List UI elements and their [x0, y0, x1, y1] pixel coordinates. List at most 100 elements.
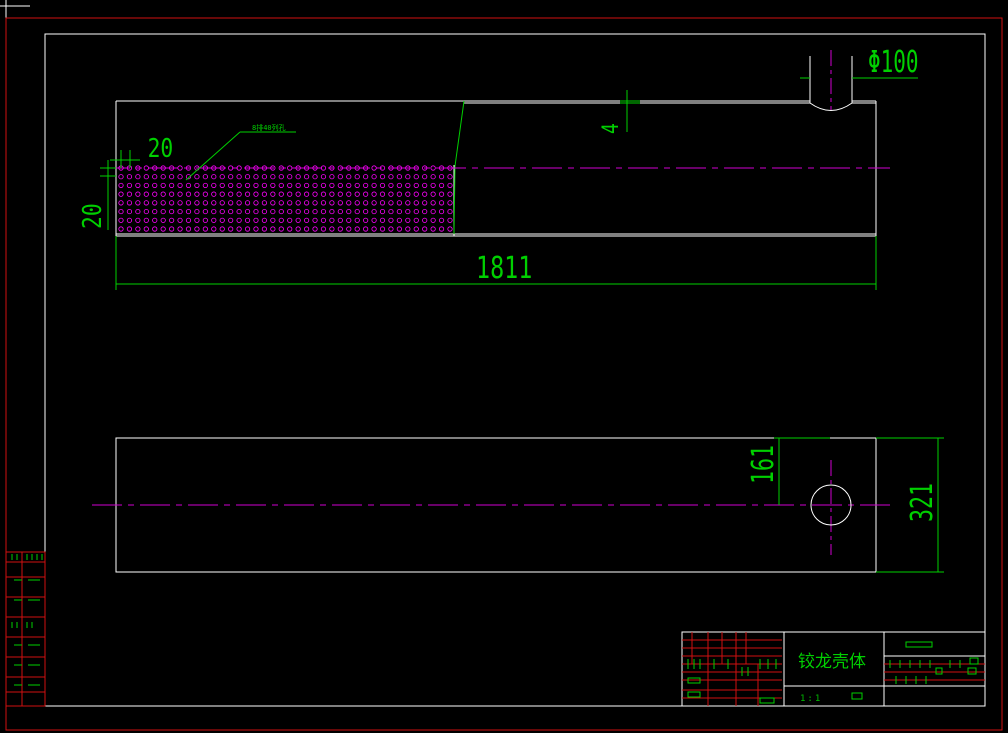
perforation-hole [413, 182, 419, 189]
perforation-hole [422, 208, 428, 215]
perforation-hole [438, 208, 445, 215]
perforation-hole [346, 191, 352, 197]
perforation-hole-grid [118, 165, 453, 232]
perforation-hole [337, 165, 343, 171]
perforation-hole [135, 226, 141, 232]
perforation-hole [160, 174, 166, 180]
perforation-hole [211, 226, 217, 232]
perforation-hole [312, 217, 318, 223]
perforation-hole [388, 226, 394, 232]
perforation-hole [346, 217, 352, 223]
perforation-hole [379, 226, 386, 232]
perforation-hole [236, 191, 242, 197]
perforation-hole [413, 208, 419, 215]
perforation-hole [211, 182, 217, 189]
perforation-hole [177, 208, 183, 215]
hole-note: 8排40列孔 [252, 123, 286, 132]
perforation-hole [219, 208, 225, 215]
perforation-hole [354, 217, 360, 223]
perforation-hole [371, 217, 377, 223]
perforation-hole [320, 208, 327, 215]
perforation-hole [413, 174, 419, 180]
perforation-hole [118, 208, 124, 215]
perforation-hole [388, 182, 394, 189]
perforation-hole [278, 200, 284, 206]
top-view-outline [115, 56, 877, 237]
perforation-hole [388, 217, 394, 223]
perforation-hole [270, 182, 276, 189]
perforation-hole [228, 182, 234, 189]
perforation-hole [430, 165, 436, 171]
perforation-hole [177, 174, 183, 180]
perforation-hole [126, 208, 133, 215]
perforation-hole [228, 217, 234, 223]
perforation-hole [346, 200, 352, 206]
perforation-hole [354, 182, 360, 189]
perforation-hole [388, 191, 394, 197]
perforation-hole [253, 200, 259, 206]
perforation-hole [312, 191, 318, 197]
perforation-hole [320, 200, 327, 206]
outer-frame [5, 17, 1003, 731]
perforation-hole [211, 165, 217, 171]
perforation-hole [295, 217, 301, 223]
perforation-hole [185, 165, 192, 171]
perforation-hole [388, 174, 394, 180]
perforation-hole [295, 226, 301, 232]
perforation-hole [169, 200, 175, 206]
perforation-hole [346, 182, 352, 189]
perforation-hole [379, 200, 386, 206]
perforation-hole [337, 191, 343, 197]
perforation-hole [270, 165, 276, 171]
perforation-hole [278, 226, 284, 232]
perforation-hole [337, 182, 343, 189]
perforation-hole [438, 191, 445, 197]
perforation-hole [371, 191, 377, 197]
side-view: 161 321 [92, 437, 944, 573]
perforation-hole [160, 208, 166, 215]
perforation-hole [202, 165, 208, 171]
perforation-hole [413, 217, 419, 223]
perforation-hole [261, 182, 268, 189]
perforation-hole [430, 226, 436, 232]
dim-row-pitch: 20 [77, 203, 108, 229]
perforation-hole [194, 182, 200, 189]
perforation-hole [211, 200, 217, 206]
perforation-hole [438, 165, 445, 171]
perforation-hole [303, 217, 310, 223]
perforation-hole [219, 165, 225, 171]
perforation-hole [337, 217, 343, 223]
perforation-hole [202, 217, 208, 223]
perforation-hole [422, 174, 428, 180]
perforation-hole [396, 182, 402, 189]
perforation-hole [244, 191, 251, 197]
perforation-hole [405, 191, 411, 197]
perforation-hole [379, 217, 386, 223]
perforation-hole [312, 165, 318, 171]
perforation-hole [278, 208, 284, 215]
perforation-hole [160, 226, 166, 232]
perforation-hole [202, 182, 208, 189]
perforation-hole [396, 174, 402, 180]
perforation-hole [126, 174, 133, 180]
perforation-hole [270, 200, 276, 206]
perforation-hole [354, 200, 360, 206]
perforation-hole [346, 208, 352, 215]
perforation-hole [228, 165, 234, 171]
perforation-hole [379, 165, 386, 171]
perforation-hole [396, 191, 402, 197]
perforation-hole [422, 182, 428, 189]
perforation-hole [152, 191, 158, 197]
perforation-hole [337, 174, 343, 180]
break-line [453, 100, 465, 235]
perforation-hole [152, 226, 158, 232]
dim-height: 321 [906, 483, 940, 522]
perforation-hole [152, 174, 158, 180]
perforation-hole [118, 182, 124, 189]
perforation-hole [261, 200, 268, 206]
scale-value: 1:1 [800, 694, 822, 704]
perforation-hole [143, 217, 149, 223]
perforation-hole [160, 217, 166, 223]
perforation-hole [346, 226, 352, 232]
perforation-hole [396, 226, 402, 232]
